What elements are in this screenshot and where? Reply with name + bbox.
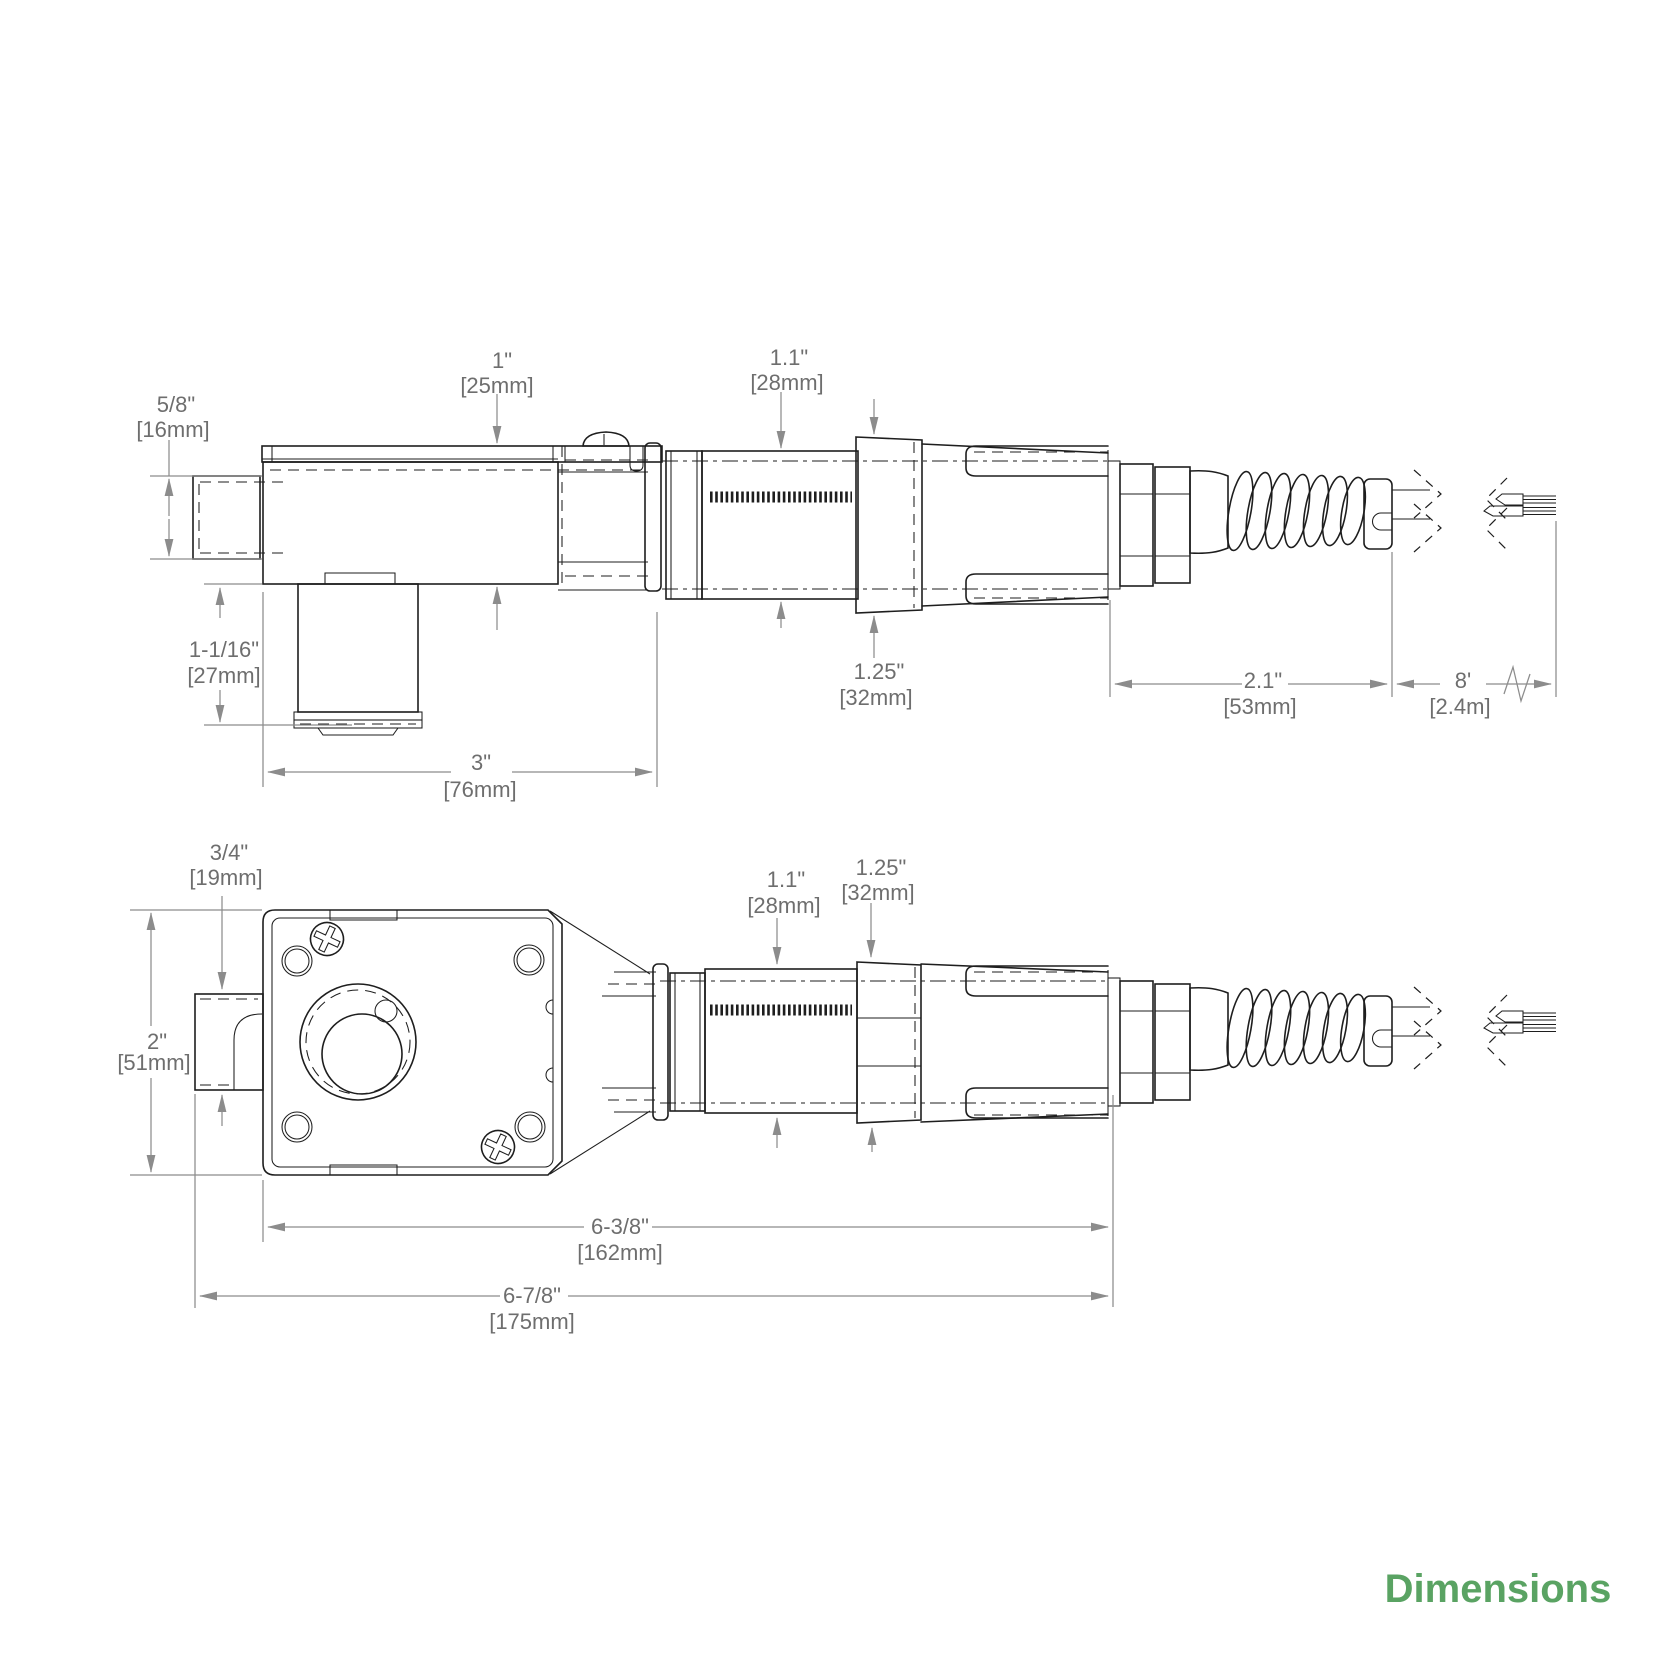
dim-label: 3" bbox=[471, 750, 491, 775]
dim-top-assembly-length: 6-3/8" [162mm] bbox=[262, 1095, 1114, 1307]
dim-label: [27mm] bbox=[187, 663, 260, 688]
dim-top-shaft-height: 3/4" [19mm] bbox=[130, 840, 263, 1126]
dim-label: 1.1" bbox=[767, 867, 805, 892]
central-bore bbox=[299, 983, 417, 1101]
page-title: Dimensions bbox=[1385, 1567, 1612, 1611]
dim-label: [53mm] bbox=[1223, 694, 1296, 719]
dim-label: [2.4m] bbox=[1429, 694, 1490, 719]
dim-label: 1" bbox=[492, 348, 512, 373]
dim-label: [25mm] bbox=[460, 373, 533, 398]
dim-label: [28mm] bbox=[750, 370, 823, 395]
dim-label: [175mm] bbox=[489, 1309, 575, 1334]
side-view-dimensions: 5/8" [16mm] 1" [25mm] 1.1" [28mm] 1.25" … bbox=[136, 345, 1557, 802]
dim-top-collar: 1.25" [32mm] bbox=[841, 855, 915, 1152]
dim-label: [32mm] bbox=[839, 685, 912, 710]
mounting-holes bbox=[281, 944, 546, 1143]
dim-side-body-length: 3" [76mm] bbox=[262, 592, 658, 802]
dim-label: [51mm] bbox=[117, 1050, 190, 1075]
dim-label: 5/8" bbox=[157, 392, 195, 417]
dim-top-overall-length: 6-7/8" [175mm] bbox=[194, 1094, 1109, 1334]
phillips-screw bbox=[309, 921, 345, 957]
dim-label: 1.1" bbox=[770, 345, 808, 370]
phillips-screw bbox=[480, 1129, 516, 1165]
dim-label: 1.25" bbox=[854, 659, 905, 684]
dim-side-collar: 1.25" [32mm] bbox=[839, 399, 913, 710]
dim-label: [28mm] bbox=[747, 893, 820, 918]
dim-label: 1.25" bbox=[856, 855, 907, 880]
dim-label: [76mm] bbox=[443, 777, 516, 802]
dim-label: 2.1" bbox=[1244, 668, 1282, 693]
dim-side-barrel: 1.1" [28mm] bbox=[750, 345, 824, 628]
dim-label: 6-7/8" bbox=[503, 1283, 561, 1308]
dim-side-cable-length: 8' [2.4m] bbox=[1396, 521, 1557, 719]
dim-side-solenoid-depth: 1-1/16" [27mm] bbox=[187, 583, 352, 726]
dim-label: [19mm] bbox=[189, 865, 262, 890]
dim-top-plate-height: 2" [51mm] bbox=[117, 912, 262, 1176]
dim-label: 2" bbox=[147, 1029, 167, 1054]
side-view bbox=[192, 431, 1557, 736]
top-view-dimensions: 3/4" [19mm] 2" [51mm] 1.1" [28mm] 1.25" … bbox=[117, 840, 1114, 1334]
dim-top-barrel: 1.1" [28mm] bbox=[747, 867, 821, 1148]
dim-side-body-height: 1" [25mm] bbox=[460, 348, 534, 630]
dim-label: 8' bbox=[1455, 668, 1471, 693]
top-view bbox=[194, 909, 1557, 1176]
dim-label: 6-3/8" bbox=[591, 1214, 649, 1239]
dim-label: [32mm] bbox=[841, 880, 914, 905]
dim-side-gland-length: 2.1" [53mm] bbox=[1109, 552, 1393, 719]
dim-side-shaft-height: 5/8" [16mm] bbox=[136, 392, 262, 560]
dim-label: [16mm] bbox=[136, 417, 209, 442]
dim-label: 3/4" bbox=[210, 840, 248, 865]
dim-label: [162mm] bbox=[577, 1240, 663, 1265]
dim-label: 1-1/16" bbox=[189, 637, 259, 662]
